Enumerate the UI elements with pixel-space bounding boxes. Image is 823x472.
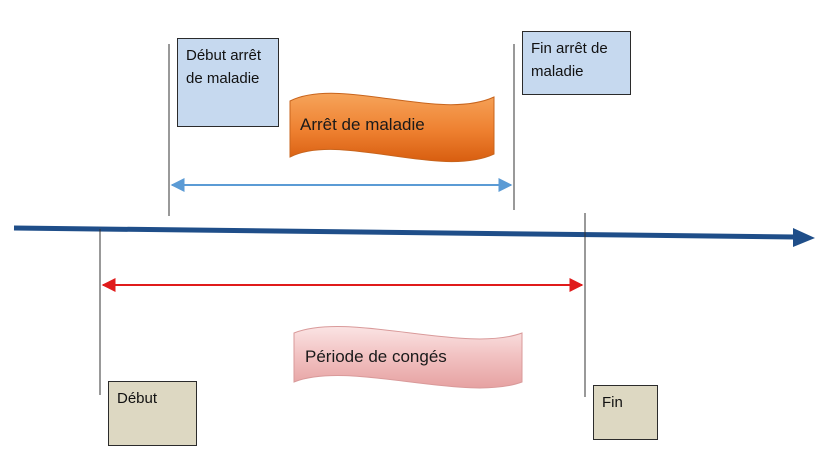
- leave-end-box: Fin: [593, 385, 658, 440]
- leave-period-banner-label: Période de congés: [305, 347, 447, 366]
- timeline-arrowhead: [793, 228, 815, 247]
- sick-leave-banner-shape: [289, 92, 495, 162]
- leave-period-banner-shape: [293, 326, 523, 389]
- leave-start-label: Début: [117, 390, 158, 407]
- leave-start-box: Début: [108, 381, 197, 446]
- sick-start-label: Début arrêt de maladie: [186, 47, 262, 87]
- sick-end-box: Fin arrêt de maladie: [522, 31, 631, 95]
- sick-leave-banner-label: Arrêt de maladie: [300, 115, 425, 134]
- timeline-arrow: [13, 225, 796, 240]
- sick-end-label: Fin arrêt de maladie: [531, 40, 608, 80]
- sick-start-box: Début arrêt de maladie: [177, 38, 279, 127]
- leave-end-label: Fin: [602, 394, 623, 411]
